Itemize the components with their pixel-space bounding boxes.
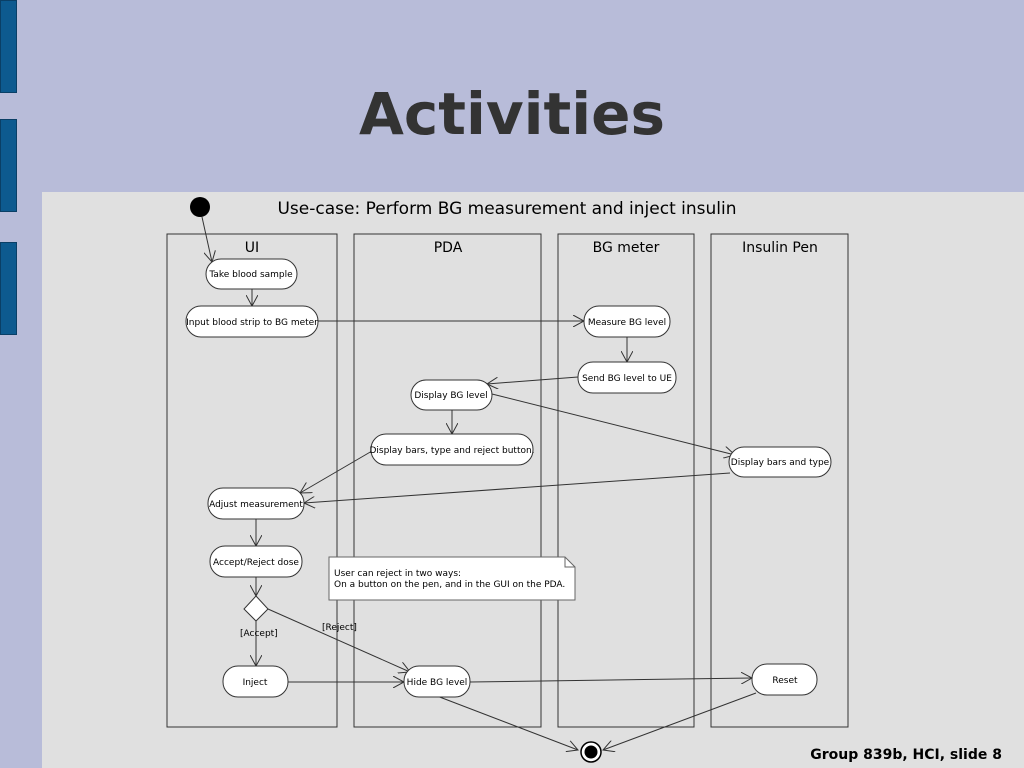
lane-label-pda: PDA (434, 240, 463, 256)
end-node-dot (584, 745, 598, 759)
guard-accept: [Accept] (240, 629, 278, 639)
label-inject: Inject (243, 678, 268, 688)
activity-adjust-measurement (207, 487, 305, 520)
label-accept-reject-dose: Accept/Reject dose (213, 558, 299, 568)
label-adjust-measurement: Adjust measurement (209, 500, 303, 510)
lane-label-insulin-pen: Insulin Pen (742, 240, 818, 256)
label-display-bars-pda: Display bars, type and reject button. (369, 446, 534, 456)
label-hide-bg-level: Hide BG level (407, 678, 468, 688)
lane-label-bg-meter: BG meter (593, 240, 660, 256)
lane-ui (166, 233, 338, 728)
activity-hide-bg-level (403, 665, 471, 698)
activity-reset (751, 663, 818, 696)
side-tab-1 (0, 0, 17, 93)
lane-bg-meter (557, 233, 695, 728)
slide-title: Activities (358, 80, 666, 148)
diagram-panel (42, 192, 1024, 768)
label-send-bg-level: Send BG level to UE (582, 374, 672, 384)
flow-decision-to-hide (267, 608, 410, 672)
guard-reject: [Reject] (322, 623, 357, 633)
side-tab-2 (0, 119, 17, 212)
label-reset: Reset (772, 676, 798, 686)
label-display-bars-pen: Display bars and type (731, 458, 830, 468)
flow-bars-pen-to-adjust (304, 472, 731, 503)
diagram-heading: Use-case: Perform BG measurement and inj… (277, 199, 736, 219)
start-node (190, 197, 210, 217)
flow-hide-to-reset (469, 678, 752, 682)
activity-send-bg-level (577, 361, 677, 394)
side-tab-3 (0, 242, 17, 335)
note-line-2: On a button on the pen, and in the GUI o… (334, 580, 565, 590)
lane-insulin-pen (710, 233, 849, 728)
flow-start-to-take (201, 216, 212, 262)
label-input-blood-strip: Input blood strip to BG meter (186, 318, 318, 328)
lane-label-ui: UI (245, 240, 259, 256)
activity-display-bars-pda (370, 433, 534, 466)
label-measure-bg-level: Measure BG level (588, 318, 666, 328)
activity-display-bg-level (410, 379, 493, 411)
flow-send-to-display (487, 376, 579, 384)
note-box (328, 556, 576, 601)
flow-display-to-bars-pen (491, 393, 735, 455)
activity-inject (222, 665, 289, 698)
note-fold (564, 557, 575, 568)
activity-take-blood-sample (205, 258, 298, 290)
note-line-1: User can reject in two ways: (334, 569, 461, 579)
slide-footer: Group 839b, HCI, slide 8 (810, 747, 1002, 763)
flow-reset-to-end (603, 692, 757, 750)
label-take-blood-sample: Take blood sample (208, 270, 293, 280)
flow-hide-to-end (436, 695, 578, 750)
activity-measure-bg-level (583, 305, 671, 338)
activity-input-blood-strip (185, 305, 319, 338)
flow-bars-pda-to-adjust (300, 450, 373, 493)
activity-display-bars-pen (728, 446, 832, 478)
activity-accept-reject-dose (209, 545, 303, 578)
lane-pda (353, 233, 542, 728)
decision-node (243, 595, 269, 622)
label-display-bg-level: Display BG level (414, 391, 487, 401)
